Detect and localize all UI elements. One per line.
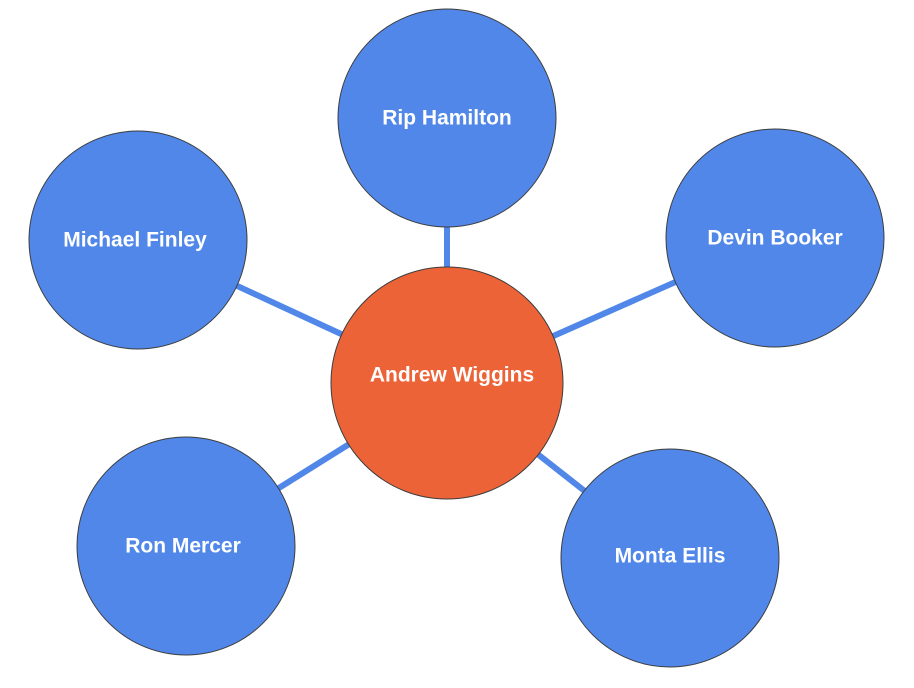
outer-node-michael-finley: Michael Finley — [28, 130, 248, 350]
center-node: Andrew Wiggins — [330, 266, 564, 500]
node-label-michael-finley: Michael Finley — [63, 229, 207, 252]
outer-node-rip-hamilton: Rip Hamilton — [337, 8, 557, 228]
node-circle — [76, 436, 296, 656]
outer-node-devin-booker: Devin Booker — [665, 128, 885, 348]
outer-node-ron-mercer: Ron Mercer — [76, 436, 296, 656]
node-circle — [665, 128, 885, 348]
outer-node-monta-ellis: Monta Ellis — [560, 448, 780, 668]
node-label-monta-ellis: Monta Ellis — [615, 545, 726, 568]
center-node-circle — [330, 266, 564, 500]
node-circle — [560, 448, 780, 668]
node-circle — [337, 8, 557, 228]
node-label-ron-mercer: Ron Mercer — [125, 535, 241, 558]
center-node-label: Andrew Wiggins — [370, 364, 534, 387]
node-label-devin-booker: Devin Booker — [707, 227, 842, 250]
node-circle — [28, 130, 248, 350]
node-label-rip-hamilton: Rip Hamilton — [382, 107, 512, 130]
